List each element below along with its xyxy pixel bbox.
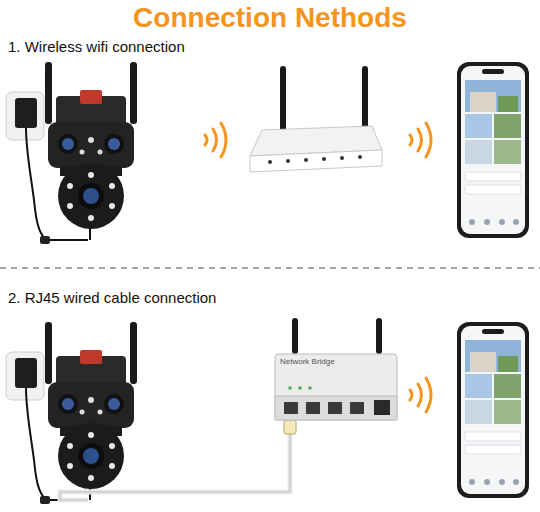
router-illustration: [250, 66, 382, 172]
network-cable: [60, 420, 296, 500]
wifi-signal: [410, 123, 431, 157]
wifi-signal: [205, 123, 226, 157]
camera-illustration: [6, 62, 137, 244]
wifi-signal: [410, 378, 431, 412]
title: Connection Nethods: [0, 2, 540, 34]
router-illustration: [275, 318, 397, 420]
camera-illustration: [6, 322, 137, 504]
device-label: Network Bridge: [280, 357, 335, 367]
phone-illustration: [457, 322, 529, 498]
phone-illustration: [457, 62, 529, 238]
section-heading: 1. Wireless wifi connection: [8, 38, 185, 56]
section-heading: 2. RJ45 wired cable connection: [8, 289, 216, 307]
dashed-separator: [0, 267, 540, 269]
